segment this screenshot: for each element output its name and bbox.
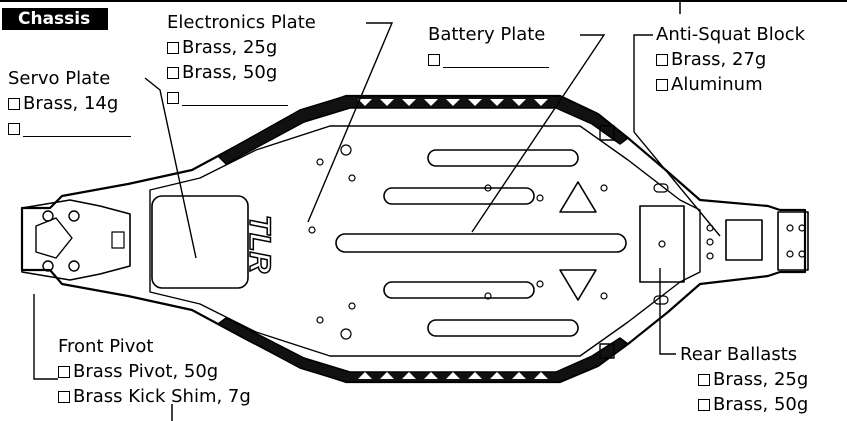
battery-plate-title: Battery Plate (428, 24, 546, 45)
servo-plate-title: Servo Plate (8, 68, 111, 89)
checkbox-electronics-brass-25[interactable]: Brass, 25g (167, 35, 316, 60)
leader-lines (33, 22, 721, 380)
rear-ballasts-title: Rear Ballasts (680, 344, 798, 365)
electronics-plate-title: Electronics Plate (167, 12, 316, 33)
checkbox-battery-custom[interactable] (428, 47, 549, 72)
electronics-plate-label: Electronics Plate Brass, 25g Brass, 50g (167, 10, 316, 110)
checkbox-rear-brass-25[interactable]: Brass, 25g (698, 367, 808, 392)
checkbox-anti-squat-brass-27[interactable]: Brass, 27g (656, 47, 805, 72)
checkbox-servo-brass-14[interactable]: Brass, 14g (8, 91, 131, 116)
checkbox-electronics-brass-50[interactable]: Brass, 50g (167, 60, 316, 85)
anti-squat-block-label: Anti-Squat Block Brass, 27g Aluminum (656, 22, 805, 97)
rear-ballasts-label: Rear Ballasts Brass, 25g Brass, 50g (680, 342, 808, 417)
chassis-logo: TLR (243, 215, 276, 274)
servo-plate-label: Servo Plate Brass, 14g (8, 66, 131, 141)
front-pivot-title: Front Pivot (58, 336, 154, 357)
checkbox-electronics-custom[interactable] (167, 85, 316, 110)
section-tag: Chassis (2, 8, 109, 30)
blank-line (443, 51, 549, 68)
checkbox-front-pivot-kick-shim[interactable]: Brass Kick Shim, 7g (58, 384, 251, 409)
front-pivot-label: Front Pivot Brass Pivot, 50g Brass Kick … (58, 334, 251, 409)
checkbox-rear-brass-50[interactable]: Brass, 50g (698, 392, 808, 417)
blank-line (23, 120, 131, 137)
checkbox-anti-squat-aluminum[interactable]: Aluminum (656, 72, 805, 97)
checkbox-servo-custom[interactable] (8, 116, 131, 141)
chassis-plate (20, 94, 809, 384)
blank-line (182, 89, 288, 106)
anti-squat-block-title: Anti-Squat Block (656, 24, 806, 45)
checkbox-front-pivot-brass-50[interactable]: Brass Pivot, 50g (58, 359, 251, 384)
battery-plate-label: Battery Plate (428, 22, 549, 72)
